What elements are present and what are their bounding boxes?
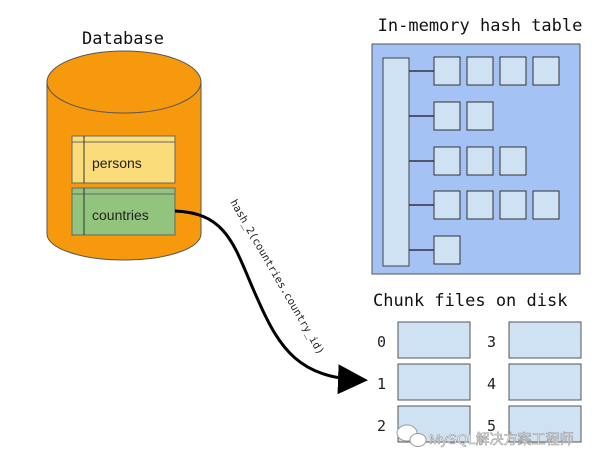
table-persons-label: persons (92, 155, 142, 171)
chunk-file-number: 5 (487, 417, 496, 435)
hash-entry (532, 190, 560, 220)
hash-entry (433, 235, 461, 265)
hash-table-title: In-memory hash table (378, 16, 583, 36)
hash-entry (466, 146, 494, 176)
hash-entry (433, 56, 461, 86)
chunk-file-1[interactable]: 1 (377, 363, 471, 401)
hash-entry (433, 146, 461, 176)
chunk-file-4[interactable]: 4 (487, 363, 582, 401)
chunk-file-box (508, 405, 582, 443)
hash-entry (532, 56, 560, 86)
chunk-file-box (508, 363, 582, 401)
chunk-file-box (397, 405, 471, 443)
table-persons[interactable]: persons (71, 135, 176, 184)
table-countries-label: countries (92, 207, 149, 223)
chunk-file-0[interactable]: 0 (377, 321, 471, 359)
hash-entry (433, 190, 461, 220)
hash-entry (433, 101, 461, 131)
hash-arrow (174, 209, 368, 395)
chunk-file-box (397, 321, 471, 359)
chunk-file-number: 1 (377, 375, 386, 393)
chunk-file-2[interactable]: 2 (377, 405, 471, 443)
database-title: Database (82, 29, 164, 49)
chunk-file-5[interactable]: 5 (487, 405, 582, 443)
hash-entry (499, 56, 527, 86)
chunk-file-number: 4 (487, 375, 496, 393)
hash-bucket-array (382, 57, 410, 267)
hash-entry (466, 101, 494, 131)
hash-entry (499, 190, 527, 220)
chunk-file-3[interactable]: 3 (487, 321, 582, 359)
table-countries-box (71, 187, 176, 236)
chunk-file-box (397, 363, 471, 401)
chunk-file-number: 3 (487, 333, 496, 351)
chunk-files-title: Chunk files on disk (373, 291, 567, 311)
watermark: MySQL解决方案工程师 (396, 424, 574, 447)
chunk-files: 0 1 2 3 4 5 (377, 321, 582, 443)
table-persons-box (71, 135, 176, 184)
watermark-text: MySQL解决方案工程师 (429, 431, 574, 447)
hash-entry (466, 56, 494, 86)
hash-entry (499, 146, 527, 176)
table-countries[interactable]: countries (71, 187, 176, 236)
hash-function-label: hash_2(countries.country_id) (227, 198, 326, 357)
hash-entry (466, 190, 494, 220)
chunk-file-number: 2 (377, 417, 386, 435)
wechat-icon (396, 424, 427, 447)
chunk-file-box (508, 321, 582, 359)
hash-chains (409, 56, 560, 265)
chunk-file-number: 0 (377, 333, 386, 351)
